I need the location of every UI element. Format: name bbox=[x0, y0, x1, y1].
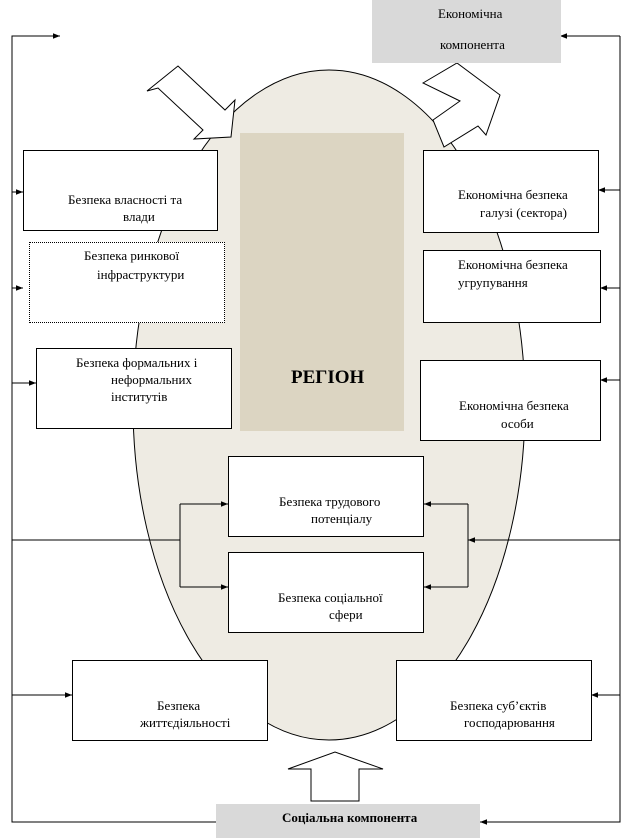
box-line: влади bbox=[123, 209, 155, 224]
region-title: РЕГІОН bbox=[291, 367, 365, 388]
left-block-arrow bbox=[146, 65, 236, 140]
box-institutions-security: Безпека формальних і неформальних інстит… bbox=[36, 348, 232, 429]
economic-component-line2: компонента bbox=[440, 37, 505, 52]
box-line: інфраструктури bbox=[97, 267, 185, 282]
box-line: потенціалу bbox=[311, 511, 373, 526]
box-line: Економічна безпека bbox=[458, 187, 568, 202]
box-business-subjects-security: Безпека суб’єктів господарювання bbox=[396, 660, 592, 741]
box-line: Безпека bbox=[157, 698, 201, 713]
right-block-arrow bbox=[421, 62, 501, 148]
box-line: Безпека соціальної bbox=[278, 590, 383, 605]
box-line: Економічна безпека bbox=[458, 257, 568, 272]
box-line: неформальних bbox=[111, 372, 192, 387]
region-rectangle bbox=[240, 133, 404, 431]
right-connector-bus bbox=[468, 33, 621, 825]
box-social-sphere-security: Безпека соціальної сфери bbox=[228, 552, 424, 633]
box-line: особи bbox=[501, 416, 534, 431]
box-labor-potential-security: Безпека трудового потенціалу bbox=[228, 456, 424, 537]
box-line: Безпека власності та bbox=[68, 192, 183, 207]
social-component-label: Соціальна компонента bbox=[282, 810, 418, 825]
economic-component-line1: Економічна bbox=[438, 6, 503, 21]
box-line: Безпека формальних і bbox=[76, 355, 198, 370]
bottom-block-arrow bbox=[287, 751, 384, 802]
box-grouping-economic-security: Економічна безпека угрупування bbox=[423, 250, 601, 323]
box-life-activity-security: Безпека життєдіяльності bbox=[72, 660, 268, 741]
left-connector-bus bbox=[11, 33, 216, 823]
box-line: Безпека ринкової bbox=[84, 248, 180, 263]
box-line: життєдіяльності bbox=[140, 715, 231, 730]
box-person-economic-security: Економічна безпека особи bbox=[420, 360, 601, 441]
box-line: галузі (сектора) bbox=[480, 205, 567, 220]
box-industry-economic-security: Економічна безпека галузі (сектора) bbox=[423, 150, 599, 233]
box-line: Безпека суб’єктів bbox=[450, 698, 547, 713]
box-line: сфери bbox=[329, 607, 363, 622]
center-bracket-connectors bbox=[179, 501, 469, 590]
economic-component: Економічна компонента bbox=[372, 0, 561, 63]
box-line: угрупування bbox=[458, 275, 528, 290]
box-line: господарювання bbox=[464, 715, 555, 730]
box-property-power-security: Безпека власності та влади bbox=[23, 150, 218, 231]
social-component: Соціальна компонента bbox=[216, 804, 480, 838]
box-market-infrastructure-security: Безпека ринкової інфраструктури bbox=[29, 242, 225, 323]
box-line: Безпека трудового bbox=[279, 494, 381, 509]
box-line: інститутів bbox=[111, 389, 168, 404]
box-line: Економічна безпека bbox=[459, 398, 569, 413]
